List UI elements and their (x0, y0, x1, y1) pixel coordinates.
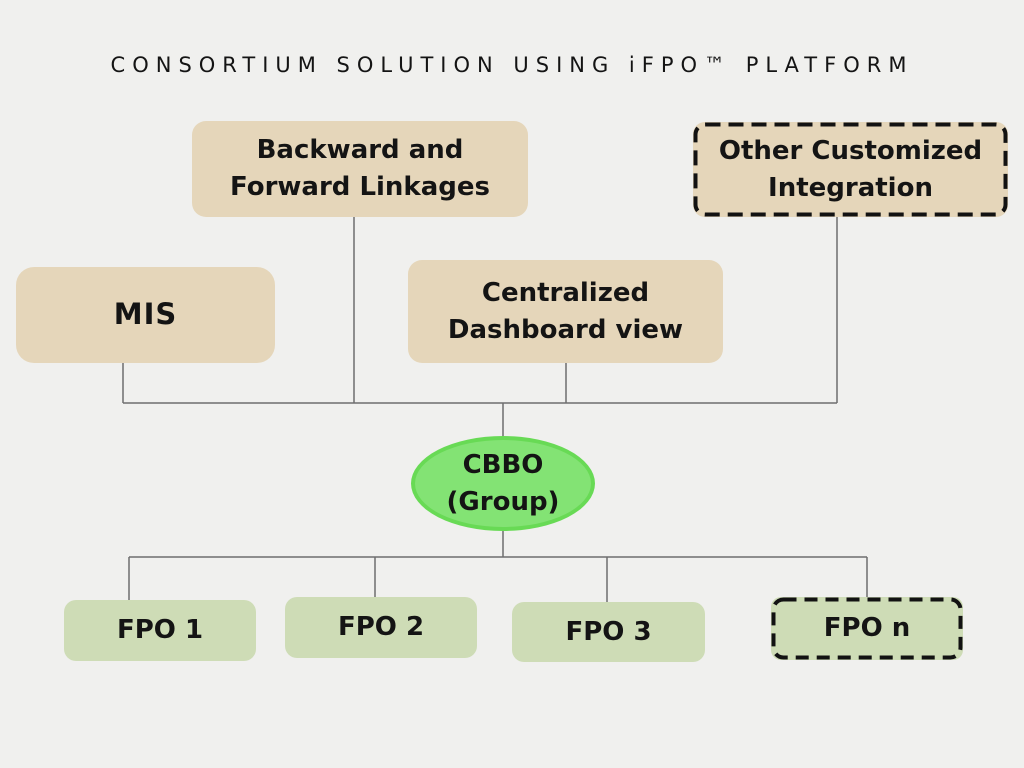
node-label: CBBO (Group) (446, 449, 560, 517)
node-label: Backward and Forward Linkages (230, 135, 490, 202)
node-label: FPO 1 (116, 615, 204, 646)
node-backward-forward-linkages: Backward and Forward Linkages (192, 121, 528, 217)
node-fpo-1: FPO 1 (64, 600, 256, 661)
node-other-customized-integration: Other Customized Integration (693, 122, 1008, 217)
node-fpo-n: FPO n (771, 597, 963, 660)
node-label: FPO 2 (337, 612, 425, 643)
node-centralized-dashboard-view: Centralized Dashboard view (408, 260, 723, 363)
node-label: FPO n (823, 613, 911, 644)
node-cbbo-group: CBBO (Group) (411, 436, 595, 531)
node-label: Centralized Dashboard view (447, 277, 684, 345)
node-mis: MIS (16, 267, 275, 363)
node-fpo-2: FPO 2 (285, 597, 477, 658)
node-label: Other Customized Integration (718, 135, 983, 203)
node-label: MIS (113, 297, 178, 332)
diagram-title: CONSORTIUM SOLUTION USING iFPO™ PLATFORM (110, 53, 914, 77)
node-label: FPO 3 (565, 616, 652, 647)
node-fpo-3: FPO 3 (512, 602, 705, 662)
